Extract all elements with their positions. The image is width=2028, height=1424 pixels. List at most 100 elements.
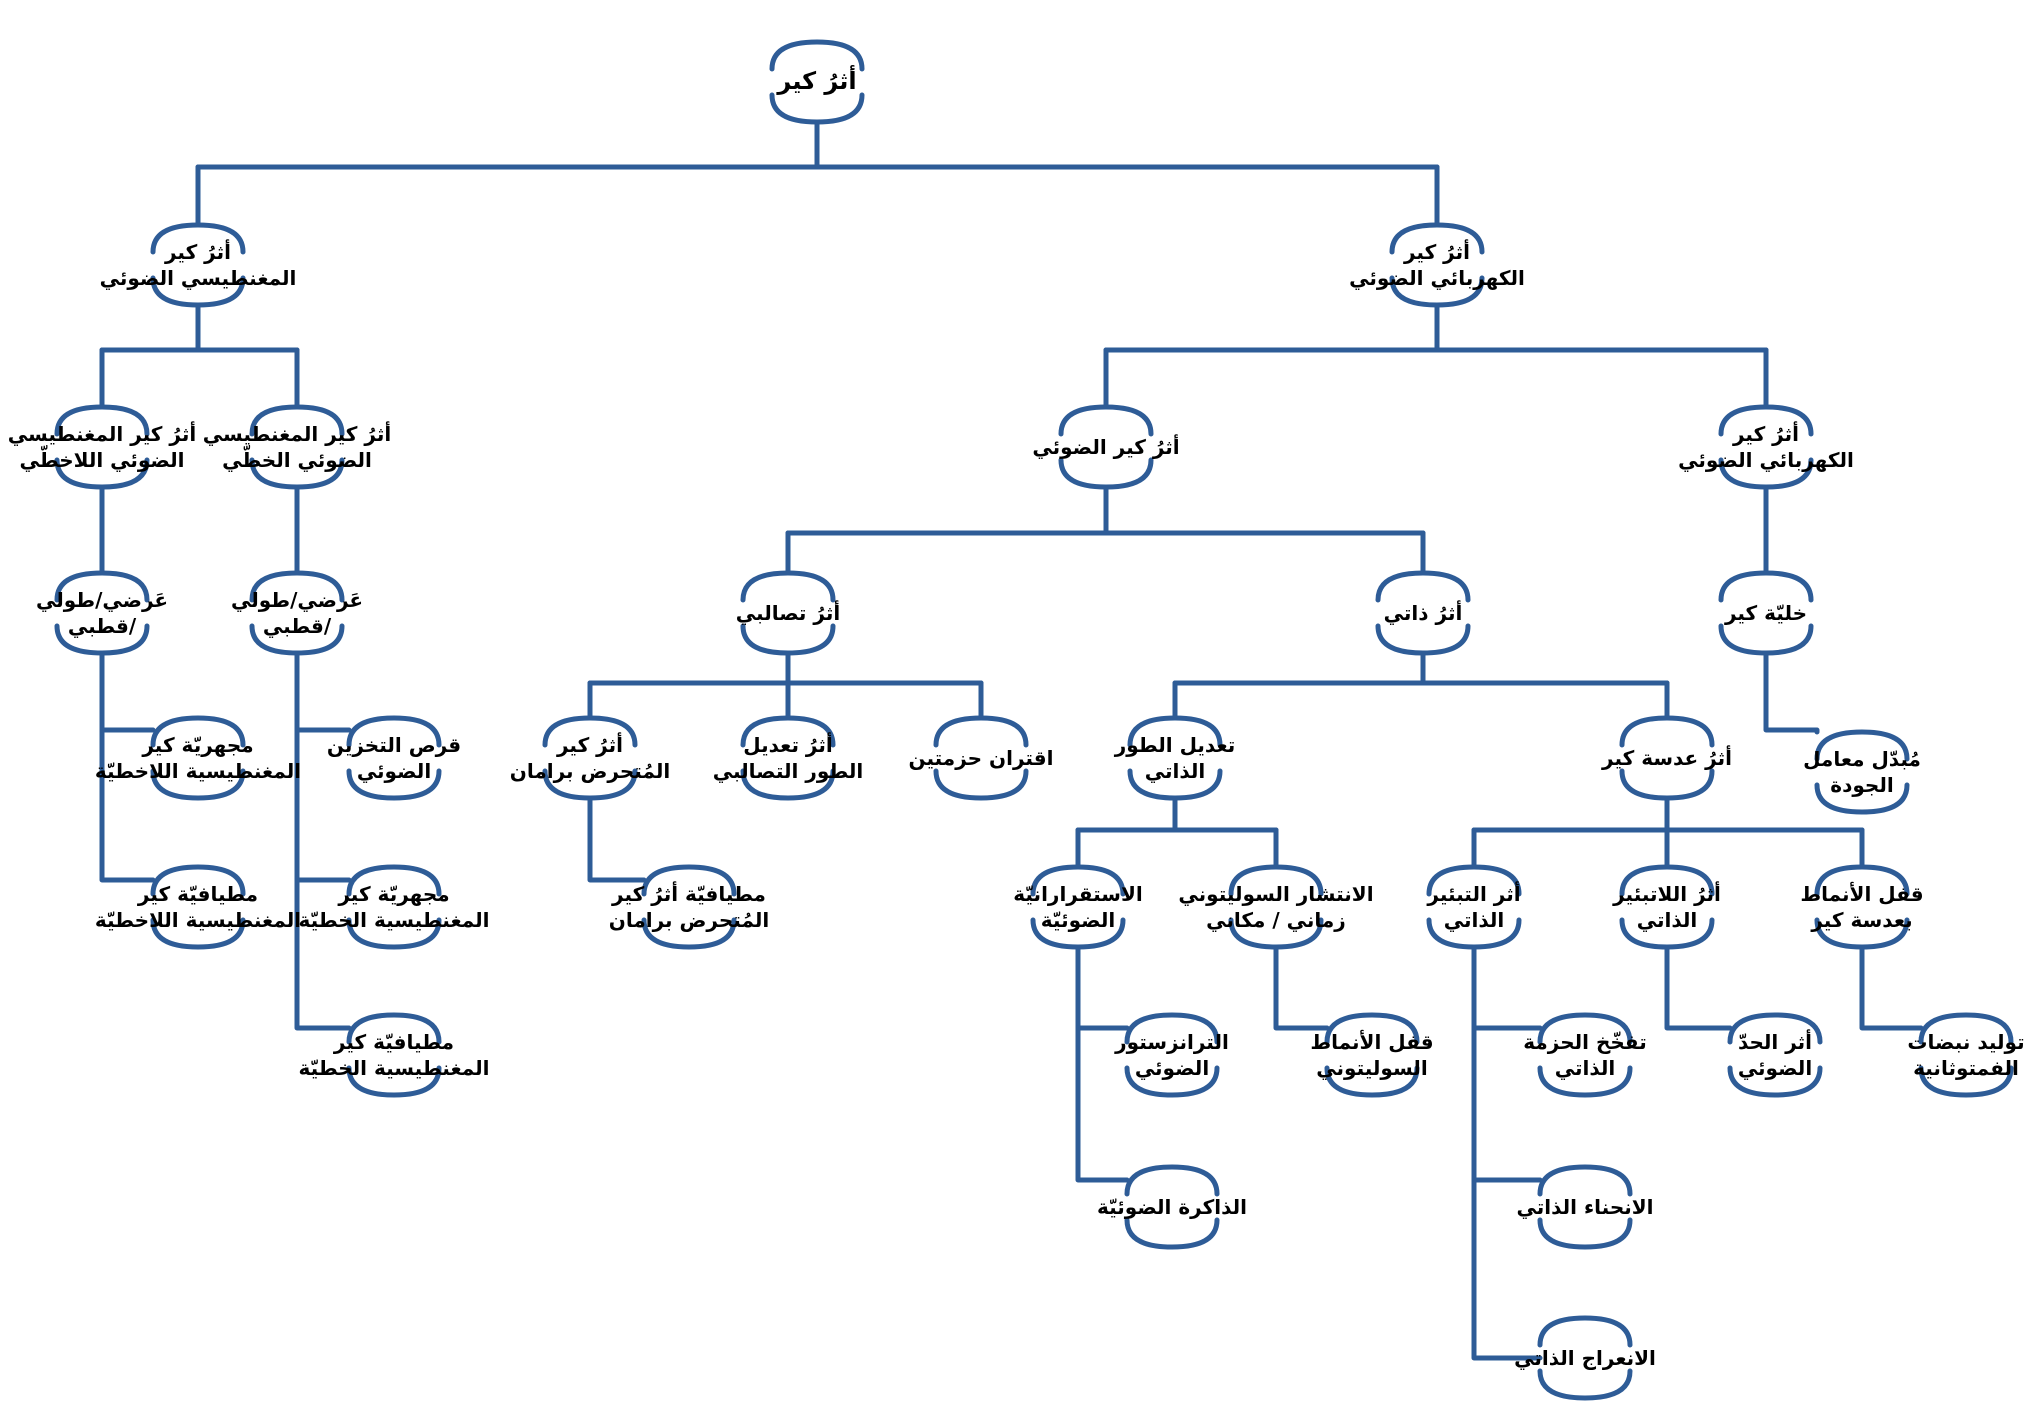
node-top-arc <box>1537 1164 1633 1197</box>
node-bottom-arc <box>740 623 836 656</box>
node-label-line: المغنطيسية اللاخطيّة <box>95 759 301 783</box>
node-label-line: الضوئيّة <box>1041 908 1115 932</box>
node-label-line: توليد نبضات <box>1907 1030 2024 1054</box>
node-top-arc <box>1030 864 1126 897</box>
node-label-line: أثرُ ذاتي <box>1384 599 1463 626</box>
node-bottom-arc <box>1814 782 1910 815</box>
node-top-arc <box>1718 404 1814 437</box>
node-label-line: قفل الأنماط <box>1800 881 1923 906</box>
node-label-line: أثر الحدّ <box>1738 1028 1812 1054</box>
node-label-line: الذاتي <box>1555 1056 1616 1081</box>
node-root: أثرُ كير <box>769 39 865 125</box>
node-bottom-arc <box>542 768 638 801</box>
node-label-line: مجهريّة كير <box>337 882 449 906</box>
node-label-line: الانحناء الذاتي <box>1516 1195 1653 1220</box>
node-label-line: الضوئي <box>1135 1056 1209 1081</box>
node-bottom-arc <box>249 623 345 656</box>
node-bottom-arc <box>346 1065 442 1098</box>
node-label-line: المُتحرض برامان <box>510 759 670 783</box>
node-label-line: أثرُ كير المغنطيسي <box>203 420 391 447</box>
node-top-arc <box>1127 715 1223 748</box>
node-bottom-arc <box>1124 1217 1220 1250</box>
connector-line <box>587 795 647 883</box>
node-label-line: الجودة <box>1830 773 1893 797</box>
node-top-arc <box>1619 864 1715 897</box>
node-top-arc <box>933 715 1029 748</box>
node-label-line: أثرُ كير <box>776 65 856 95</box>
node-label-line: زماني / مكاني <box>1206 908 1346 933</box>
node-label-line: مجهريّة كير <box>141 733 253 757</box>
node-label-line: عَرضي/طولي <box>231 588 363 613</box>
node-label-line: الضوئي اللاخطّي <box>20 445 185 473</box>
node-label-line: اقتران حزمتين <box>908 746 1053 770</box>
node-label-line: المغنطيسية اللاخطيّة <box>95 908 301 932</box>
node-bottom-arc <box>150 275 246 308</box>
node-label-line: أثرُ كير <box>556 731 623 757</box>
node-label-line: عَرضي/طولي <box>36 588 168 613</box>
connector-lines <box>99 119 1924 1361</box>
node-optical-limit: أثر الحدّالضوئي <box>1727 1012 1823 1098</box>
node-bottom-arc <box>54 457 150 490</box>
node-bottom-arc <box>1537 1065 1633 1098</box>
node-top-arc <box>740 570 836 603</box>
node-top-arc <box>150 222 246 255</box>
node-top-arc <box>54 570 150 603</box>
node-label-line: المغنطيسية الخطيّة <box>298 1056 489 1080</box>
connector-line <box>1763 650 1820 735</box>
connector-line <box>1471 944 1543 1361</box>
node-bottom-arc <box>641 917 737 950</box>
node-top-arc <box>1814 729 1910 762</box>
node-label-line: أثرُ كير <box>164 238 231 264</box>
node-opt-memory: الذاكرة الضوئيّة <box>1097 1164 1247 1250</box>
node-top-arc <box>1058 404 1154 437</box>
node-bottom-arc <box>1228 917 1324 950</box>
node-bottom-arc <box>346 917 442 950</box>
node-label-line: الذاتي <box>1637 908 1698 933</box>
node-label-line: الترانزستور <box>1114 1030 1229 1054</box>
node-label-line: الذاتي <box>1145 759 1206 784</box>
node-top-arc <box>1324 1012 1420 1045</box>
node-top-arc <box>150 864 246 897</box>
node-label-line: قفل الأنماط <box>1310 1029 1433 1054</box>
node-top-arc <box>1426 864 1522 897</box>
node-label-line: مطيافيّة أثرُ كير <box>611 880 766 906</box>
node-top-arc <box>249 404 345 437</box>
node-label-line: الفمتوثانية <box>1913 1056 2019 1080</box>
node-top-arc <box>1389 222 1485 255</box>
node-bottom-arc <box>54 623 150 656</box>
node-label-line: بعدسة كير <box>1810 908 1912 932</box>
node-bottom-arc <box>740 768 836 801</box>
node-bottom-arc <box>150 768 246 801</box>
node-label-line: تفخّخ الحزمة <box>1523 1030 1646 1054</box>
node-bottom-arc <box>1389 275 1485 308</box>
node-label-line: خليّة كير <box>1724 601 1807 625</box>
node-beam-coupling: اقتران حزمتين <box>908 715 1054 801</box>
node-label-line: المغنطيسي الضوئي <box>100 266 297 291</box>
node-bottom-arc <box>1727 1065 1823 1098</box>
node-bottom-arc <box>1619 768 1715 801</box>
node-top-arc <box>1375 570 1471 603</box>
node-bottom-arc <box>1127 768 1223 801</box>
node-label-line: المُتحرض برامان <box>609 908 769 932</box>
node-bottom-arc <box>1537 1368 1633 1401</box>
node-label-line: الضوئي <box>1738 1056 1812 1081</box>
node-trans-lin: عَرضي/طولي/قطبي <box>231 570 363 656</box>
node-label-line: الاستقرارانيّة <box>1013 882 1142 906</box>
node-top-arc <box>150 715 246 748</box>
node-kerr-cell: خليّة كير <box>1718 570 1814 656</box>
